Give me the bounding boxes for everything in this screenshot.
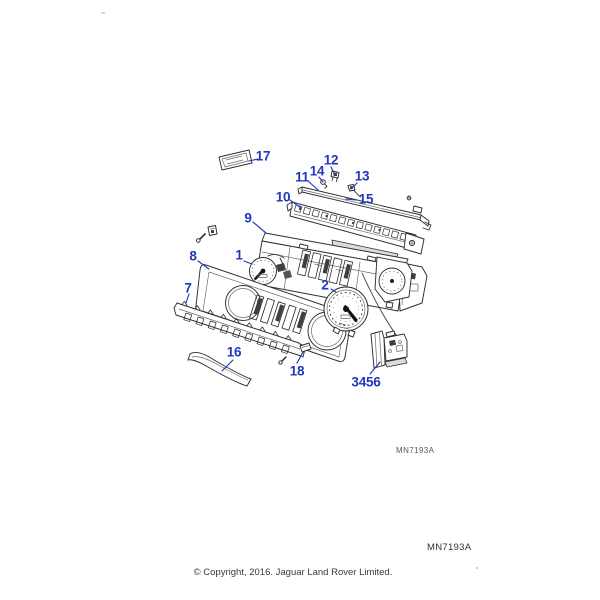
part-2-speedometer — [323, 286, 369, 338]
callout-16: 16 — [226, 344, 242, 360]
scan-artifact — [101, 12, 105, 14]
part-3456-bracket — [370, 330, 408, 369]
callout-13: 13 — [354, 168, 370, 184]
callout-7: 7 — [184, 280, 192, 296]
drawing-code-inline: MN7193A — [396, 446, 435, 455]
part-15-cover-strip — [297, 186, 432, 231]
callout-1: 1 — [235, 247, 243, 263]
callout-3456: 3456 — [351, 374, 381, 390]
callout-12: 12 — [323, 152, 339, 168]
part-7-trim-strip — [173, 300, 306, 358]
part-8-bezel — [195, 264, 352, 362]
part-18-fixings — [278, 342, 312, 365]
callout-8: 8 — [189, 248, 197, 264]
callout-14: 14 — [309, 163, 325, 179]
drawing-code: MN7193A — [427, 542, 472, 553]
callout-10: 10 — [275, 189, 291, 205]
copyright-text: © Copyright, 2016. Jaguar Land Rover Lim… — [193, 567, 393, 578]
part-12-connector — [330, 170, 340, 182]
part-17-label-plate — [218, 149, 253, 171]
callout-17: 17 — [255, 148, 271, 164]
part-right-gauge — [374, 256, 413, 309]
callout-2: 2 — [321, 277, 329, 293]
scan-artifact — [476, 567, 478, 569]
part-screw-and-clip — [196, 225, 218, 243]
callout-11: 11 — [295, 169, 309, 185]
cable-line — [361, 272, 400, 340]
callout-15: 15 — [358, 191, 374, 207]
callout-9: 9 — [244, 210, 252, 226]
part-1-gauge — [249, 253, 292, 285]
part-16-lower-trim — [187, 351, 252, 387]
callout-18: 18 — [289, 363, 305, 379]
leader-lines — [185, 158, 381, 375]
